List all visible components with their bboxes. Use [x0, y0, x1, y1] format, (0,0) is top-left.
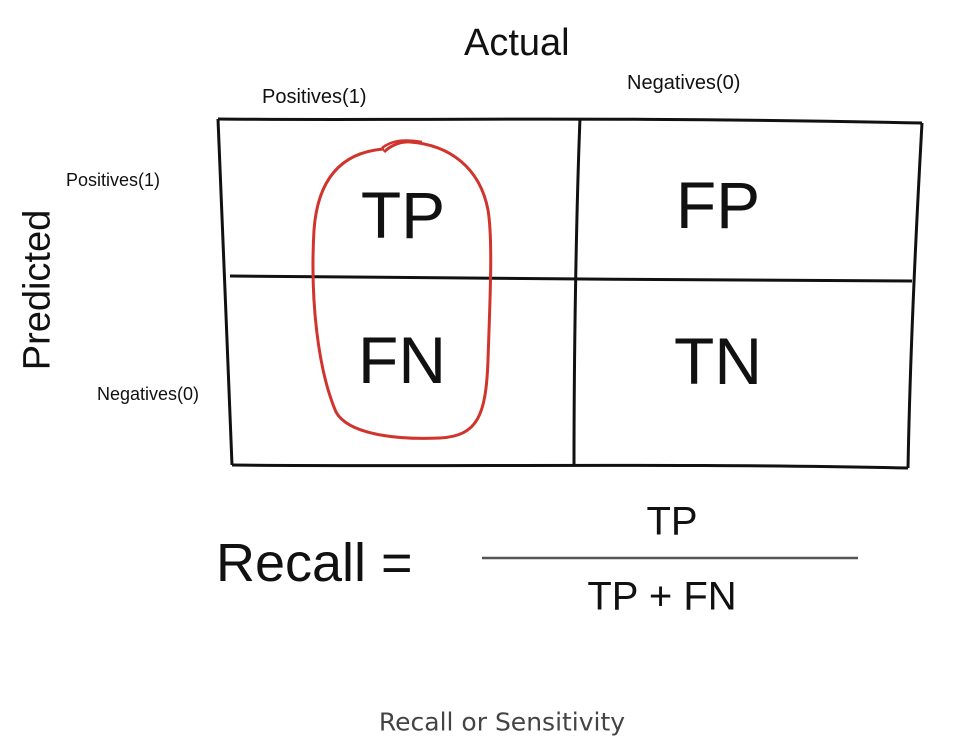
matrix-bottom-border [231, 463, 909, 470]
cell-true-positive: TP [360, 178, 446, 252]
highlight-loop-tail [381, 139, 423, 150]
row-label-positives: Positives(1) [66, 170, 161, 190]
cell-true-negative: TN [674, 324, 762, 398]
row-label-negatives: Negatives(0) [97, 384, 200, 404]
confusion-matrix-diagram: Actual Predicted Positives(1) Negatives(… [16, 22, 924, 619]
cell-false-negative: FN [358, 323, 446, 397]
figure-caption: Recall or Sensitivity [378, 707, 626, 737]
cell-false-positive: FP [675, 168, 761, 242]
axis-title-predicted: Predicted [16, 209, 59, 371]
formula-lhs: Recall = [216, 533, 413, 593]
axis-title-actual: Actual [464, 22, 570, 64]
matrix-horizontal-divider [229, 274, 913, 283]
formula-numerator: TP [646, 499, 698, 544]
matrix-top-border [217, 117, 923, 125]
column-label-negatives: Negatives(0) [627, 72, 741, 94]
formula-denominator: TP + FN [587, 574, 737, 619]
matrix-vertical-divider [572, 117, 582, 465]
column-label-positives: Positives(1) [262, 86, 367, 108]
highlight-loop [311, 140, 493, 440]
matrix-drawing [216, 117, 924, 560]
matrix-left-border [216, 118, 234, 466]
matrix-right-border [906, 122, 924, 469]
